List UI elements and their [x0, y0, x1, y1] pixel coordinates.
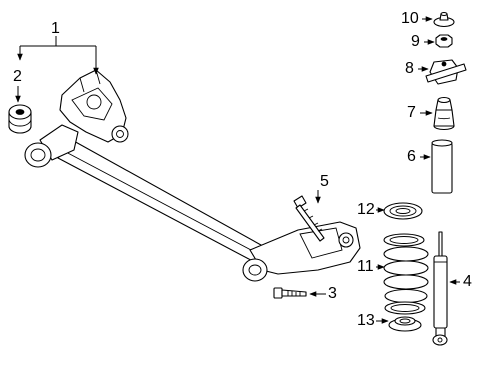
bump-stop	[433, 96, 455, 131]
mount-nut	[435, 34, 453, 48]
lower-spring-seat	[388, 316, 422, 332]
callout-12: 12	[357, 201, 375, 218]
axle-bushing	[8, 104, 32, 134]
leader-lines	[15, 16, 460, 324]
upper-spring-seat	[383, 202, 423, 220]
mount-cap	[433, 11, 455, 28]
callout-13: 13	[357, 312, 375, 329]
callout-5: 5	[320, 173, 329, 190]
callout-9: 9	[411, 33, 420, 50]
dust-cover	[431, 139, 453, 194]
callout-1: 1	[51, 20, 60, 37]
bracket-bolt	[293, 195, 325, 242]
callout-11: 11	[357, 258, 374, 275]
rear-axle-beam	[24, 69, 361, 282]
shock-absorber	[432, 231, 448, 346]
upper-mount	[425, 59, 467, 85]
callout-3: 3	[328, 285, 337, 302]
callout-8: 8	[405, 60, 414, 77]
axle-bolt	[273, 287, 307, 299]
callout-2: 2	[13, 68, 22, 85]
callout-7: 7	[407, 104, 416, 121]
callout-10: 10	[401, 10, 419, 27]
callout-4: 4	[463, 273, 472, 290]
coil-spring	[383, 233, 429, 315]
callout-6: 6	[407, 148, 416, 165]
